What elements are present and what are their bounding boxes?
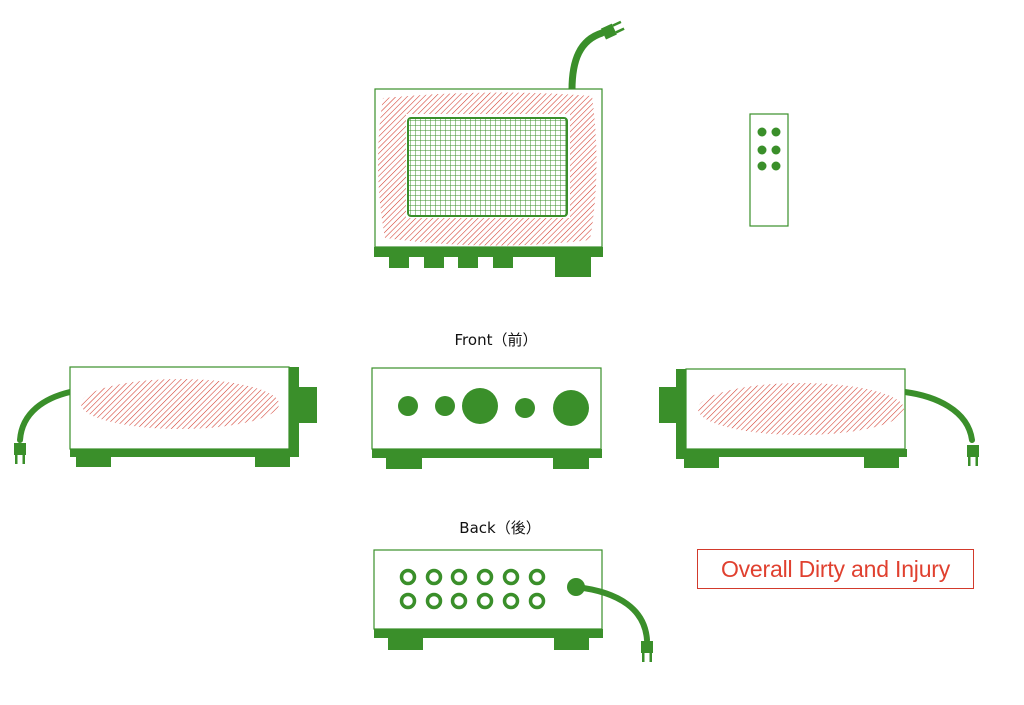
power-plug-icon: [641, 641, 653, 662]
remote-button: [771, 161, 781, 171]
power-plug-icon: [14, 443, 26, 464]
power-cord: [568, 29, 606, 94]
remote-button: [757, 145, 767, 155]
foot: [458, 256, 478, 268]
power-cord: [17, 389, 73, 443]
damage-note: Overall Dirty and Injury: [697, 549, 974, 589]
amplifier-right-side-icon: [659, 368, 979, 468]
amplifier-left-side-icon: [14, 366, 317, 467]
foot: [76, 456, 111, 467]
foot: [493, 256, 513, 268]
amplifier-top-view-icon: [374, 19, 626, 277]
foot: [424, 256, 444, 268]
foot: [554, 637, 589, 650]
front-knob: [398, 396, 418, 416]
power-cord: [902, 389, 975, 443]
base-plate: [676, 449, 907, 457]
remote-button: [771, 127, 781, 137]
front-knob-large: [553, 390, 589, 426]
foot: [389, 256, 409, 268]
damage-area: [698, 383, 904, 435]
rear-block: [659, 387, 676, 423]
remote-body: [749, 113, 789, 227]
damage-note-text: Overall Dirty and Injury: [720, 555, 951, 582]
foot: [255, 456, 290, 467]
rear-panel: [289, 367, 299, 457]
amplifier-back-icon: [373, 549, 653, 662]
power-plug-icon: [600, 19, 626, 40]
power-plug-icon: [967, 445, 979, 466]
base-plate: [70, 449, 299, 457]
front-label: Front（前）: [455, 331, 538, 349]
remote-control-icon: [749, 113, 789, 227]
back-label: Back（後）: [459, 519, 540, 537]
ventilation-grille: [407, 117, 568, 217]
foot: [684, 456, 719, 468]
foot: [386, 457, 422, 469]
power-cord: [573, 584, 650, 643]
foot: [864, 456, 899, 468]
damage-area: [81, 379, 279, 429]
front-knob: [435, 396, 455, 416]
rear-block: [555, 256, 591, 277]
front-knob-large: [462, 388, 498, 424]
rear-block: [299, 387, 317, 423]
remote-button: [771, 145, 781, 155]
front-knob: [515, 398, 535, 418]
base-plate: [374, 247, 603, 257]
rear-panel: [676, 369, 686, 459]
remote-button: [757, 127, 767, 137]
base-plate: [374, 629, 603, 638]
foot: [388, 637, 423, 650]
amplifier-front-icon: [371, 367, 602, 469]
remote-button: [757, 161, 767, 171]
foot: [553, 457, 589, 469]
rca-jacks: [399, 568, 546, 610]
base-plate: [372, 449, 602, 458]
